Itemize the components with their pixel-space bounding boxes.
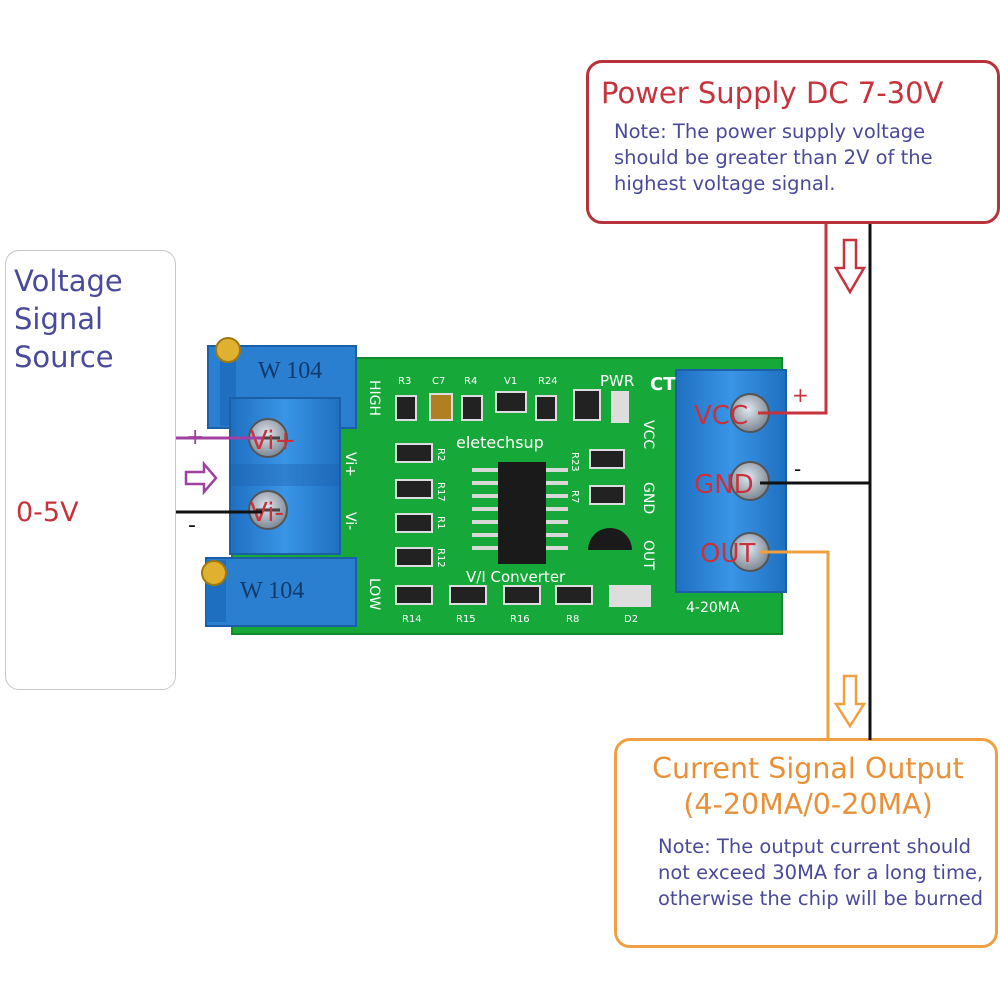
current-output-title-line-2: (4-20MA/0-20MA) [683, 788, 933, 821]
power-supply-title: Power Supply DC 7-30V [601, 76, 944, 110]
board-comp-r1: R1 [435, 516, 446, 529]
potentiometer-top-label: W 104 [258, 358, 322, 384]
terminal-label-out: OUT [700, 539, 755, 569]
power-down-arrow-icon [833, 238, 867, 295]
input-right-arrow-icon [184, 460, 218, 496]
board-comp-r16: R16 [510, 614, 530, 625]
board-comp-r14: R14 [402, 614, 422, 625]
output-wire [760, 550, 830, 740]
power-minus-sign: - [794, 457, 801, 481]
board-vi-plus-label: Vi+ [342, 452, 358, 477]
power-supply-box [586, 60, 1000, 224]
transistor [588, 528, 632, 550]
vcc-wire [758, 224, 828, 415]
current-output-title: Current Signal Output (4-20MA/0-20MA) [618, 751, 998, 823]
voltage-source-title-line-2: Signal [14, 302, 104, 336]
terminal-screw-gnd[interactable] [730, 461, 770, 501]
input-plus-sign: + [186, 425, 204, 450]
terminal-label-vi-plus: Vi+ [250, 426, 296, 456]
board-pwr-label: PWR [600, 372, 634, 390]
board-comp-r3: R3 [398, 376, 411, 387]
current-output-title-line-1: Current Signal Output [652, 752, 964, 785]
ic-chip [472, 462, 568, 564]
board-comp-r17: R17 [435, 482, 446, 502]
smd-components [395, 389, 651, 607]
potentiometer-bottom-knob[interactable] [201, 560, 227, 586]
board-low-label: LOW [366, 578, 382, 610]
board-comp-r4: R4 [464, 376, 477, 387]
board-comp-r8: R8 [566, 614, 579, 625]
board-comp-r7: R7 [569, 490, 580, 503]
board-comp-r23: R23 [569, 452, 580, 472]
potentiometer-bottom: W 104 [201, 557, 357, 627]
current-output-note: Note: The output current should not exce… [658, 835, 984, 910]
input-terminal-block: Vi+ Vi- [229, 397, 341, 555]
board-range-label: 4-20MA [686, 600, 740, 616]
input-minus-sign: - [188, 513, 196, 538]
board-comp-r2: R2 [435, 448, 446, 461]
board-vcc-label: VCC [640, 420, 656, 449]
board-comp-d2: D2 [624, 614, 638, 625]
output-down-arrow-icon [833, 674, 867, 729]
board-comp-r15: R15 [456, 614, 476, 625]
voltage-source-title-line-1: Voltage [14, 264, 123, 298]
board-comp-v1: V1 [504, 376, 517, 387]
power-supply-note: Note: The power supply voltage should be… [614, 120, 933, 195]
current-output-box [614, 738, 998, 948]
power-plus-sign: + [792, 383, 809, 407]
voltage-source-box [5, 250, 176, 690]
board-high-label: HIGH [366, 380, 382, 416]
board-ct-label: CT [650, 374, 676, 395]
board-comp-r12: R12 [435, 548, 446, 568]
terminal-label-gnd: GND [694, 470, 754, 500]
potentiometer-bottom-label: W 104 [240, 578, 304, 604]
voltage-source-title-line-3: Source [14, 340, 114, 374]
terminal-label-vcc: VCC [694, 401, 748, 431]
board-comp-c7: C7 [432, 376, 445, 387]
board-out-label: OUT [640, 540, 656, 570]
voltage-source-range: 0-5V [16, 497, 79, 528]
board-vi-minus-label: Vi- [342, 512, 358, 530]
board-gnd-label: GND [640, 482, 656, 514]
potentiometer-top-knob[interactable] [215, 337, 241, 363]
board-brand: eletechsup [456, 433, 544, 452]
board-converter-label: V/I Converter [466, 568, 566, 586]
board-comp-r24: R24 [538, 376, 558, 387]
output-terminal-block: VCC GND OUT [675, 369, 787, 593]
voltage-source-title: Voltage Signal Source [14, 262, 123, 376]
